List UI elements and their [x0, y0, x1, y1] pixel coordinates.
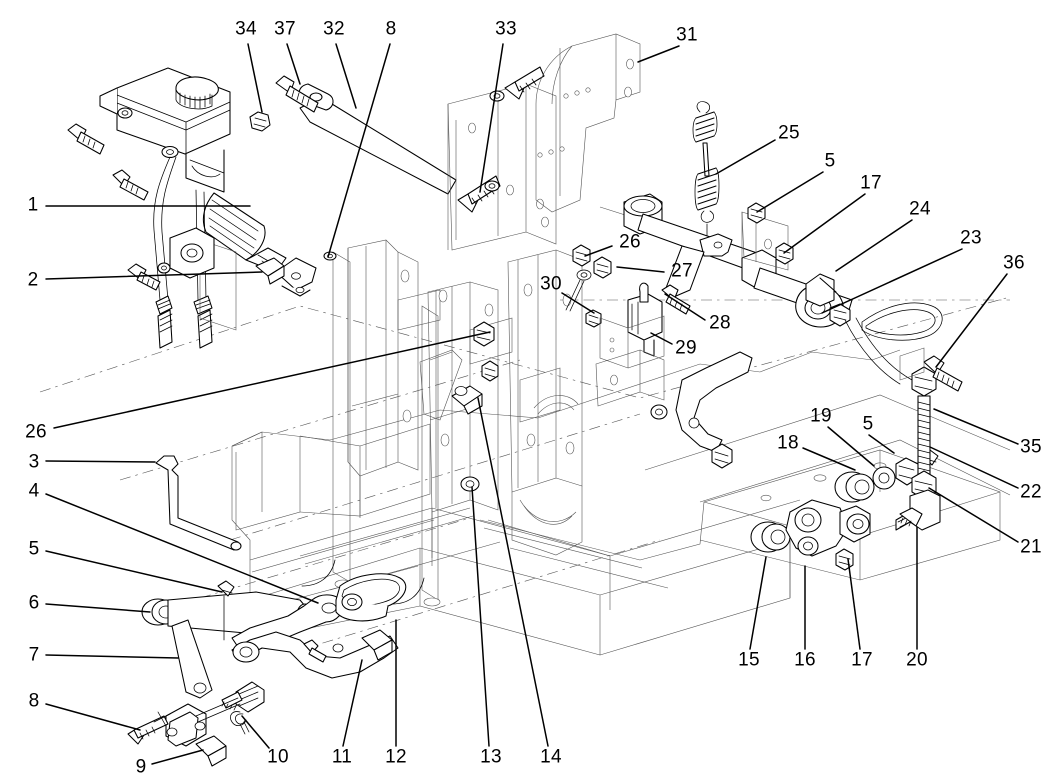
callout-number-6: 6	[28, 592, 40, 614]
callout-leader-lines	[45, 43, 1019, 765]
leader-line-35	[933, 408, 1019, 445]
callout-number-5: 5	[862, 413, 874, 435]
callout-number-32: 32	[323, 18, 345, 40]
callout-number-29: 29	[675, 337, 697, 359]
callout-number-18: 18	[777, 432, 799, 454]
callout-number-8: 8	[28, 690, 40, 712]
leader-line-24	[835, 219, 913, 272]
right-lower-linkage	[750, 347, 963, 571]
leader-line-8	[327, 43, 391, 258]
leader-line-17	[847, 558, 861, 650]
callout-number-37: 37	[274, 18, 296, 40]
callout-number-15: 15	[738, 649, 760, 671]
part-34-nut	[249, 111, 271, 132]
callout-number-19: 19	[810, 405, 832, 427]
part-25-extension-spring	[692, 101, 720, 241]
leader-line-18	[802, 447, 856, 471]
leader-line-31	[637, 45, 680, 63]
leader-line-21	[928, 487, 1019, 543]
callout-number-22: 22	[1020, 481, 1042, 503]
part-32-rod-attach	[323, 251, 337, 261]
leader-line-2	[45, 271, 263, 280]
callout-number-26: 26	[25, 421, 47, 443]
part-1-master-cylinder	[67, 67, 317, 349]
leader-line-10	[241, 715, 270, 749]
callout-number-35: 35	[1020, 436, 1042, 458]
leader-line-6	[45, 603, 151, 613]
callout-number-24: 24	[909, 198, 931, 220]
part-37-bolt	[275, 75, 319, 113]
leader-line-11	[342, 659, 363, 747]
part-8-push-rod-upper	[298, 83, 457, 195]
callout-number-20: 20	[906, 649, 928, 671]
leader-line-19	[827, 426, 875, 467]
callout-number-14: 14	[540, 746, 562, 768]
leader-line-15	[749, 556, 767, 650]
leader-line-30	[561, 292, 595, 314]
leader-line-7	[45, 654, 179, 659]
part-5-17-nuts-upper	[747, 202, 794, 265]
small-nuts-26-27-30	[565, 244, 612, 328]
callout-number-5: 5	[28, 538, 40, 560]
callout-number-27: 27	[671, 260, 693, 282]
callout-number-1: 1	[27, 194, 39, 216]
callout-number-28: 28	[709, 312, 731, 334]
leader-line-26	[584, 245, 613, 257]
leader-line-5	[45, 550, 223, 593]
callout-number-4: 4	[28, 480, 40, 502]
leader-line-34	[247, 43, 263, 113]
leader-line-29	[650, 332, 673, 345]
right-upper-small-parts	[595, 349, 753, 469]
leader-line-13	[471, 486, 490, 747]
leader-line-3	[45, 460, 156, 463]
leader-line-8	[45, 703, 141, 731]
callout-number-7: 7	[28, 644, 40, 666]
callout-number-30: 30	[540, 273, 562, 295]
center-pedal-linkage	[419, 321, 499, 492]
callout-number-5: 5	[824, 150, 836, 172]
callout-number-12: 12	[385, 746, 407, 768]
pedal-mount-tower	[347, 239, 583, 558]
leader-line-27	[616, 266, 665, 273]
callout-number-26: 26	[619, 231, 641, 253]
leader-line-9	[151, 749, 204, 765]
part-33-31-bracket-plate	[447, 33, 641, 251]
leader-line-4	[45, 493, 319, 604]
leader-line-36	[935, 273, 1008, 368]
callout-number-2: 2	[27, 269, 39, 291]
callout-number-3: 3	[28, 451, 40, 473]
leader-line-33	[479, 43, 504, 193]
torque-tube-assembly	[623, 193, 943, 385]
leader-line-14	[477, 397, 549, 747]
leader-line-5	[756, 171, 824, 213]
callout-number-17: 17	[860, 172, 882, 194]
callout-number-21: 21	[1020, 536, 1042, 558]
leader-line-23	[821, 248, 963, 314]
callout-number-9: 9	[135, 756, 147, 778]
callout-number-11: 11	[331, 746, 353, 768]
leader-line-5	[868, 434, 895, 454]
callout-number-33: 33	[495, 18, 517, 40]
callout-number-36: 36	[1003, 252, 1025, 274]
leader-line-37	[286, 43, 301, 85]
callout-number-8: 8	[385, 18, 397, 40]
callout-number-25: 25	[778, 122, 800, 144]
leader-line-17	[783, 193, 866, 254]
leader-line-22	[929, 446, 1019, 489]
callout-number-31: 31	[676, 24, 698, 46]
callout-number-10: 10	[267, 746, 289, 768]
lower-pedal-assembly	[127, 573, 407, 767]
callout-number-13: 13	[480, 746, 502, 768]
leader-line-26	[53, 331, 491, 429]
callout-number-17: 17	[851, 649, 873, 671]
leader-line-32	[335, 43, 357, 109]
leader-line-28	[664, 293, 706, 321]
callout-number-23: 23	[960, 227, 982, 249]
part-3-rod	[155, 455, 242, 551]
callout-number-16: 16	[794, 649, 816, 671]
leader-line-25	[715, 139, 776, 175]
callout-number-34: 34	[235, 18, 257, 40]
